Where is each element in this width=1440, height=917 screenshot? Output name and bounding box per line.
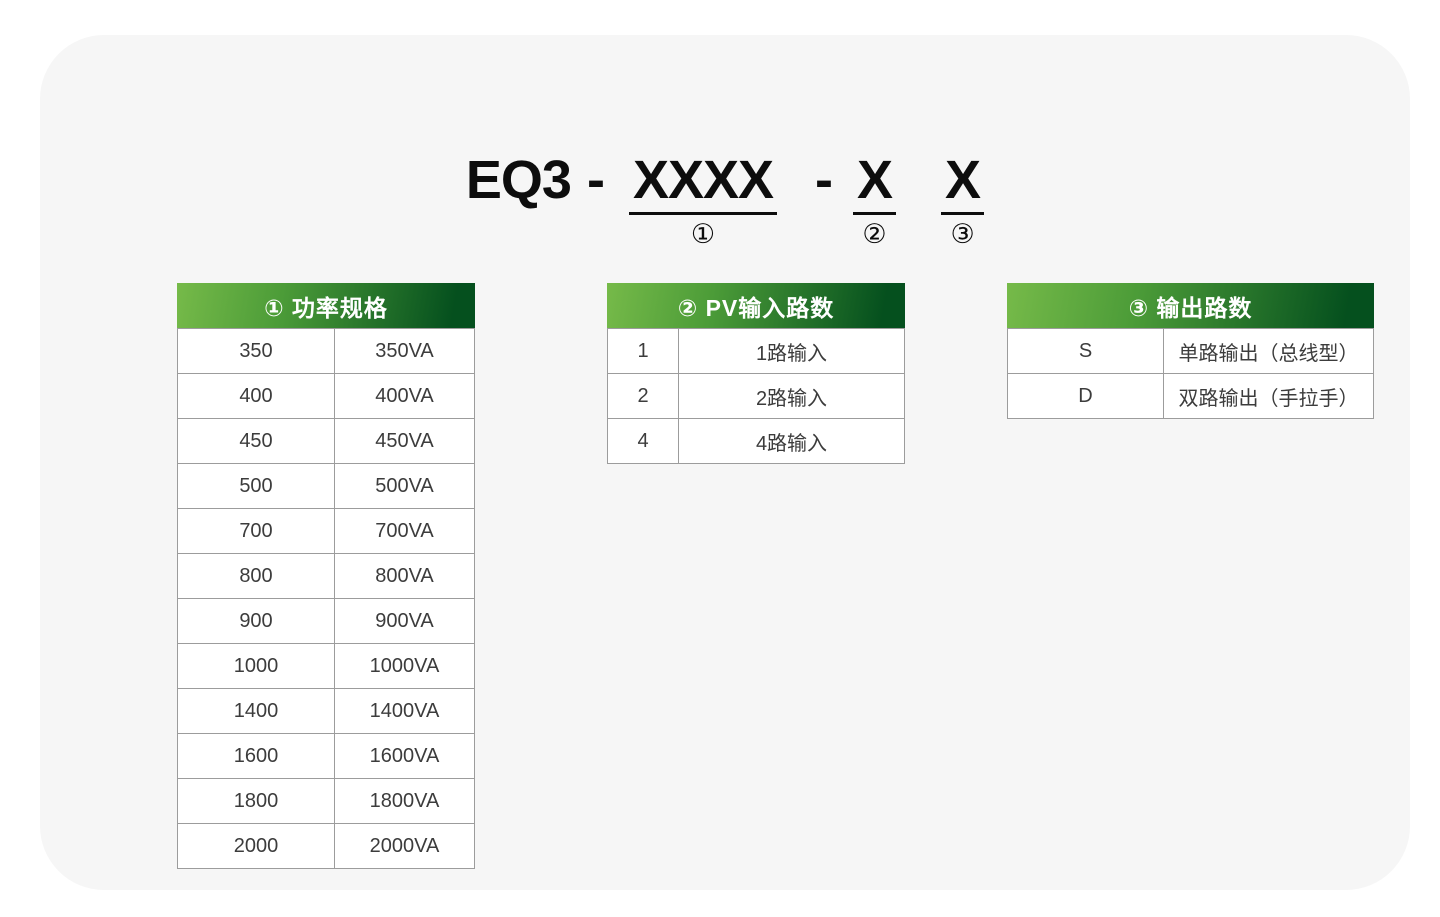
code-cell: 4 <box>607 418 679 464</box>
code-cell: 1600 <box>177 733 335 779</box>
code-cell: 2 <box>607 373 679 419</box>
code-cell: 1800 <box>177 778 335 824</box>
output-placeholder: X <box>941 153 985 215</box>
code-cell: 500 <box>177 463 335 509</box>
description-cell: 350VA <box>334 328 475 374</box>
code-cell: 2000 <box>177 823 335 869</box>
description-cell: 1800VA <box>334 778 475 824</box>
circled-1-icon: ① <box>690 219 716 250</box>
description-cell: 双路输出（手拉手） <box>1163 373 1374 419</box>
code-cell: 700 <box>177 508 335 554</box>
separator-dash-2: - <box>815 150 834 210</box>
circled-3-icon: ③ <box>950 219 975 250</box>
separator-dash-1: - <box>586 150 605 210</box>
pv-code-group: X ② <box>853 153 897 250</box>
description-cell: 2路输入 <box>678 373 905 419</box>
circled-2-icon: ② <box>862 219 887 250</box>
description-cell: 1000VA <box>334 643 475 689</box>
code-cell: 400 <box>177 373 335 419</box>
power-spec-table-header: ① 功率规格 <box>177 283 475 328</box>
code-cell: 1 <box>607 328 679 374</box>
model-code: EQ3 - XXXX ① - X ② X ③ <box>40 153 1410 248</box>
description-cell: 4路输入 <box>678 418 905 464</box>
description-cell: 1路输入 <box>678 328 905 374</box>
description-cell: 900VA <box>334 598 475 644</box>
output-code-group: X ③ <box>941 153 985 250</box>
description-cell: 450VA <box>334 418 475 464</box>
description-cell: 700VA <box>334 508 475 554</box>
description-cell: 800VA <box>334 553 475 599</box>
code-cell: 450 <box>177 418 335 464</box>
code-cell: 350 <box>177 328 335 374</box>
code-cell: 800 <box>177 553 335 599</box>
description-cell: 2000VA <box>334 823 475 869</box>
description-cell: 400VA <box>334 373 475 419</box>
code-cell: 1000 <box>177 643 335 689</box>
code-cell: 1400 <box>177 688 335 734</box>
power-code-group: XXXX ① <box>628 153 778 250</box>
output-channels-table-header: ③ 输出路数 <box>1007 283 1374 328</box>
power-placeholder: XXXX <box>628 153 778 215</box>
code-cell: D <box>1007 373 1164 419</box>
model-prefix: EQ3 <box>465 150 572 210</box>
description-cell: 500VA <box>334 463 475 509</box>
description-cell: 1600VA <box>334 733 475 779</box>
pv-placeholder: X <box>853 153 897 215</box>
description-cell: 单路输出（总线型） <box>1163 328 1374 374</box>
description-cell: 1400VA <box>334 688 475 734</box>
code-cell: S <box>1007 328 1164 374</box>
pv-input-table-header: ② PV输入路数 <box>607 283 905 328</box>
code-cell: 900 <box>177 598 335 644</box>
